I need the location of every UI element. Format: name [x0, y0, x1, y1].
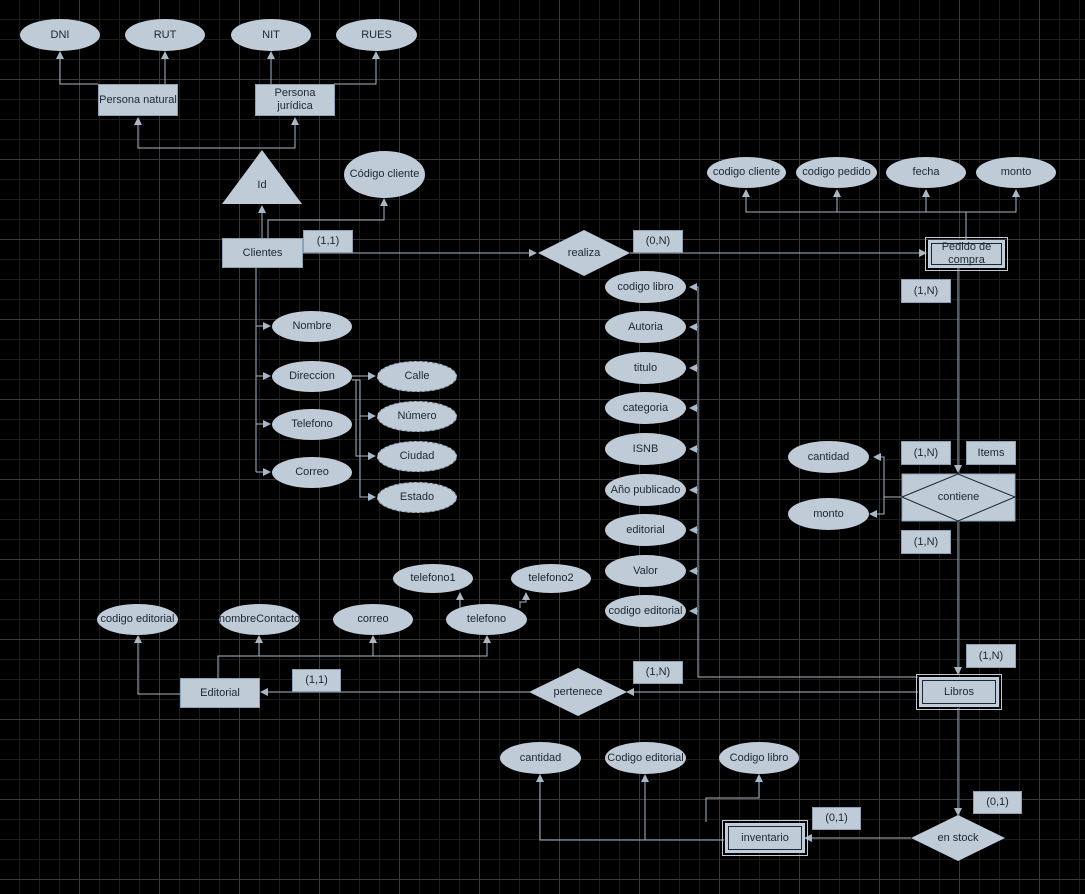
- entity-libros-label: Libros: [922, 680, 996, 704]
- attr-estado[interactable]: Estado: [377, 482, 457, 513]
- attr-libro-valor[interactable]: Valor: [605, 555, 686, 587]
- contiene-box[interactable]: [901, 473, 1016, 522]
- attr-inv-cantidad[interactable]: cantidad: [500, 742, 581, 774]
- card-libros-contiene: (1,N): [966, 644, 1016, 668]
- edge-direccion-ciudad: [355, 380, 376, 460]
- attr-editorial-nombre-contacto[interactable]: nombreContacto: [219, 604, 300, 635]
- attr-nombre[interactable]: Nombre: [272, 311, 352, 342]
- attr-editorial-correo[interactable]: correo: [333, 604, 413, 635]
- card-contiene-left: (1,N): [901, 441, 951, 465]
- entity-pedido-compra[interactable]: Pedido de compra: [925, 237, 1008, 271]
- attr-inv-codigo-editorial[interactable]: Codigo editorial: [605, 742, 686, 774]
- edge-contiene-monto: [869, 497, 885, 518]
- attr-libro-categoria[interactable]: categoria: [605, 392, 686, 424]
- attr-libro-codigo-editorial[interactable]: codigo editorial: [605, 595, 686, 627]
- attr-numero[interactable]: Número: [377, 401, 457, 432]
- edge-direccion-estado: [359, 416, 376, 501]
- card-libros-pertenece: (1,N): [633, 661, 683, 684]
- relationship-realiza-diamond[interactable]: [538, 230, 630, 276]
- attr-libro-autoria[interactable]: Autoria: [605, 311, 686, 343]
- card-pedido-contiene: (1,N): [901, 279, 951, 303]
- attr-pedido-monto[interactable]: monto: [976, 157, 1056, 188]
- relationship-pertenece-label: pertenece: [553, 686, 603, 698]
- attr-codigo-cliente[interactable]: Código cliente: [344, 151, 425, 198]
- edge-id-juridica: [262, 117, 299, 149]
- attr-calle[interactable]: Calle: [377, 361, 457, 392]
- edge-juridica-rues: [334, 51, 380, 85]
- attr-nit[interactable]: NIT: [231, 19, 311, 51]
- generalization-label: Id: [257, 179, 267, 191]
- attr-pedido-fecha[interactable]: fecha: [886, 157, 966, 188]
- card-realiza-pedido: (0,N): [633, 230, 683, 253]
- card-stock-inventario: (0,1): [812, 807, 861, 830]
- relationship-realiza-label: realiza: [567, 247, 601, 259]
- entity-clientes[interactable]: Clientes: [222, 238, 303, 268]
- attr-telefono2[interactable]: telefono2: [511, 564, 591, 593]
- attr-dni[interactable]: DNI: [20, 19, 100, 51]
- attr-ciudad[interactable]: Ciudad: [377, 441, 457, 472]
- attr-correo[interactable]: Correo: [272, 457, 352, 488]
- attr-libro-anio[interactable]: Año publicado: [605, 474, 686, 506]
- edge-inventario-codlibro: [705, 774, 763, 822]
- attr-rues[interactable]: RUES: [336, 19, 417, 51]
- edge-contiene-cantidad: [873, 453, 902, 498]
- attr-direccion[interactable]: Direccion: [272, 361, 352, 392]
- attr-pedido-codigo-pedido[interactable]: codigo pedido: [796, 157, 877, 188]
- edge-pedido-attrs: [742, 189, 967, 240]
- attr-pedido-codigo-cliente[interactable]: codigo cliente: [707, 157, 786, 188]
- edge-pedido-monto: [966, 189, 1020, 213]
- edge-libros-attrs: [689, 283, 918, 678]
- attr-editorial-telefono[interactable]: telefono: [446, 604, 527, 635]
- edge-direccion-numero: [352, 379, 376, 420]
- relationship-en-stock-label: en stock: [937, 832, 979, 844]
- attr-telefono1[interactable]: telefono1: [393, 564, 473, 593]
- entity-persona-juridica[interactable]: Persona jurídica: [255, 84, 335, 116]
- entity-inventario[interactable]: inventario: [722, 820, 808, 856]
- edge-editorial-attrs: [217, 635, 491, 678]
- relationship-en-stock-diamond[interactable]: [911, 815, 1005, 861]
- attr-rut[interactable]: RUT: [125, 19, 205, 51]
- edge-natural-dni: [56, 51, 98, 85]
- entity-inventario-label: inventario: [728, 826, 802, 850]
- attr-telefono[interactable]: Telefono: [272, 409, 352, 440]
- card-contiene-libros: (1,N): [901, 530, 951, 554]
- attr-editorial-codigo[interactable]: codigo editorial: [97, 604, 178, 635]
- edge-telefono-telefono2: [519, 592, 530, 608]
- attr-libro-codigo[interactable]: codigo libro: [605, 271, 686, 303]
- contiene-inner-diamond: [900, 473, 1017, 522]
- entity-libros[interactable]: Libros: [916, 674, 1002, 710]
- relationship-contiene-label: contiene: [937, 491, 980, 503]
- attr-libro-editorial[interactable]: editorial: [605, 514, 686, 546]
- attr-inv-codigo-libro[interactable]: Codigo libro: [719, 742, 799, 774]
- entity-persona-natural[interactable]: Persona natural: [98, 84, 178, 116]
- edge-id-natural: [134, 117, 262, 149]
- card-libros-stock: (0,1): [973, 791, 1022, 814]
- entity-pedido-compra-label: Pedido de compra: [931, 241, 1002, 266]
- edge-editorial-codigo: [134, 635, 180, 695]
- attr-libro-titulo[interactable]: titulo: [605, 352, 686, 384]
- edge-clientes-codigo: [267, 198, 388, 238]
- attr-contiene-cantidad[interactable]: cantidad: [788, 441, 869, 473]
- attr-contiene-monto[interactable]: monto: [788, 498, 869, 530]
- attr-libro-isnb[interactable]: ISNB: [605, 433, 686, 465]
- relationship-pertenece-diamond[interactable]: [529, 668, 627, 716]
- card-clientes-realiza: (1,1): [303, 230, 353, 253]
- card-items: Items: [966, 441, 1016, 465]
- entity-editorial[interactable]: Editorial: [180, 678, 260, 708]
- card-editorial-pertenece: (1,1): [292, 669, 341, 692]
- edge-inventario-cantidad: [536, 774, 724, 841]
- generalization-triangle[interactable]: [222, 150, 302, 204]
